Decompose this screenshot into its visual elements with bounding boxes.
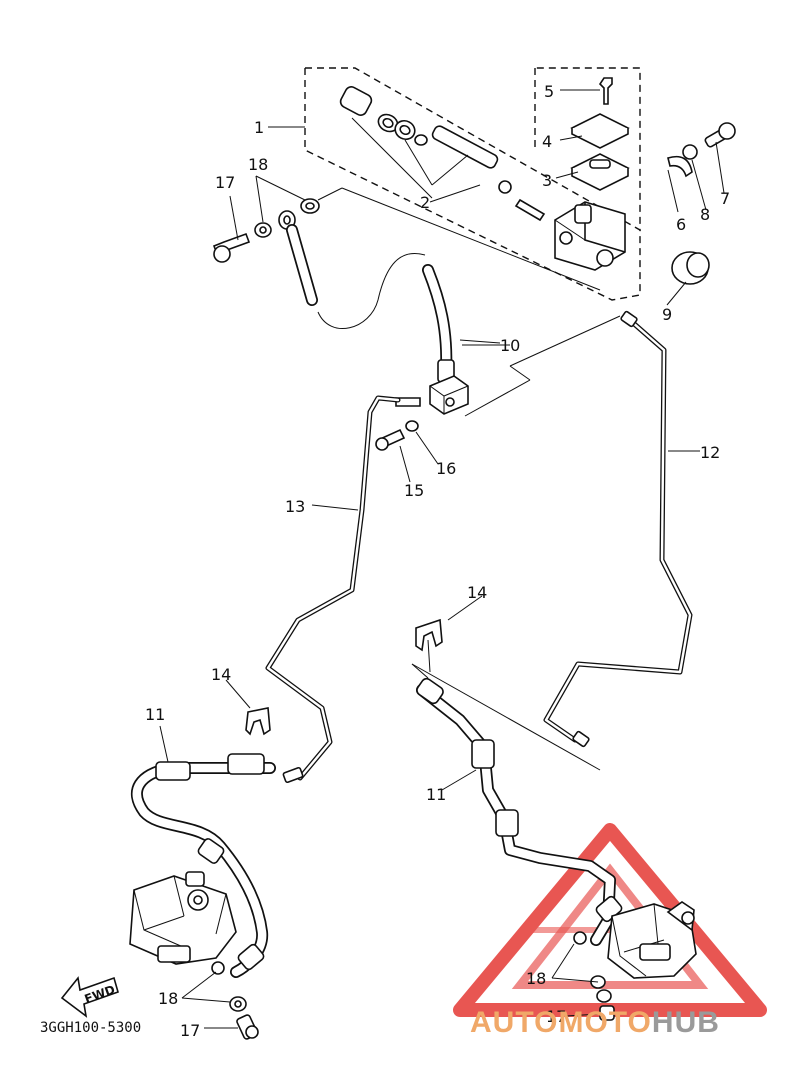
label-11-lower: 11 (426, 785, 446, 804)
upper-brake-hose (286, 187, 601, 383)
upper-banjo-bolt-parts (212, 175, 320, 263)
label-5: 5 (544, 82, 554, 101)
label-14-left: 14 (211, 665, 231, 684)
label-14-right: 14 (467, 583, 487, 602)
label-1: 1 (254, 118, 264, 137)
brake-pipe-12 (543, 310, 693, 748)
watermark-part2: HUB (652, 1006, 720, 1039)
label-6: 6 (676, 215, 686, 234)
label-17-lower-left: 17 (180, 1021, 200, 1040)
master-cylinder-kit (339, 86, 546, 222)
label-12: 12 (700, 443, 720, 462)
label-15: 15 (404, 481, 424, 500)
diagram-code: 3GGH100-5300 (40, 1020, 141, 1036)
fwd-arrow (60, 976, 119, 1018)
clamp-bolt-parts (667, 122, 736, 285)
watermark-part1: AUTOMOTO (470, 1006, 652, 1039)
label-18-lower-right: 18 (526, 969, 546, 988)
fwd-label: FWD (83, 982, 117, 1006)
label-2: 2 (420, 193, 430, 212)
hose-clip-left (245, 707, 271, 736)
brake-pipe-13 (265, 395, 401, 784)
brake-joint-block (375, 315, 621, 451)
label-3: 3 (542, 171, 552, 190)
watermark-text: AUTOMOTOHUB (470, 1006, 720, 1039)
left-caliper (129, 871, 237, 975)
brake-hose-right (416, 677, 623, 946)
master-cylinder-body (554, 201, 626, 271)
lower-left-bolt-parts (181, 971, 259, 1040)
label-18-lower-left: 18 (158, 989, 178, 1008)
assembly-outline-1 (304, 67, 641, 301)
leader-lines (159, 89, 725, 791)
label-17-lower-right: 17 (546, 1007, 566, 1026)
part-labels: 1 2 3 4 5 6 7 8 9 10 11 11 12 13 14 14 1… (145, 82, 730, 1040)
label-16: 16 (436, 459, 456, 478)
label-10: 10 (500, 336, 520, 355)
right-caliper (551, 901, 697, 1021)
label-17-upper: 17 (215, 173, 235, 192)
label-4: 4 (542, 132, 552, 151)
label-8: 8 (700, 205, 710, 224)
label-13: 13 (285, 497, 305, 516)
label-18-upper: 18 (248, 155, 268, 174)
label-11-upper: 11 (145, 705, 165, 724)
label-7: 7 (720, 189, 730, 208)
hose-clip-right (411, 618, 601, 771)
label-9: 9 (662, 305, 672, 324)
brake-hose-left (130, 753, 276, 978)
reservoir-cap-parts (570, 77, 630, 191)
